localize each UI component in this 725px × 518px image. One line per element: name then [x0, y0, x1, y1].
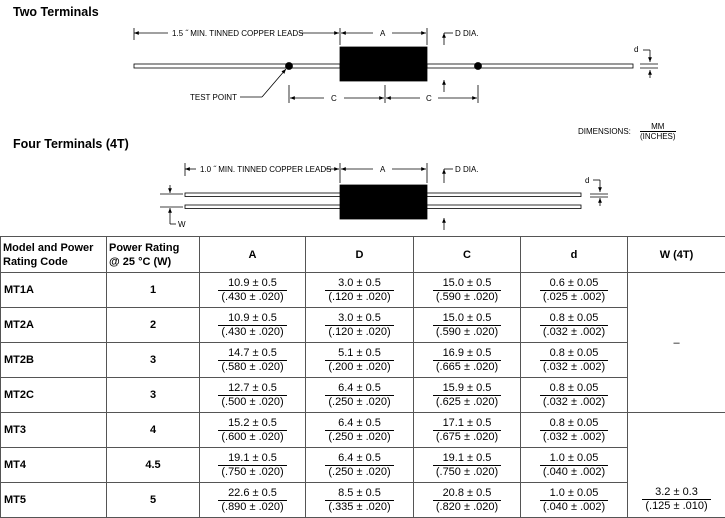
- cell-dd: 3.0 ± 0.5(.120 ± .020): [306, 308, 414, 343]
- cell-rating: 4: [107, 413, 200, 448]
- cell-dd: 5.1 ± 0.5(.200 ± .020): [306, 343, 414, 378]
- test-point-right: [475, 63, 482, 70]
- cell-d: 0.8 ± 0.05(.032 ± .002): [521, 413, 628, 448]
- unit-mm: MM: [640, 122, 676, 132]
- two-d-dia-label: D DIA.: [455, 29, 479, 38]
- cell-c: 16.9 ± 0.5(.665 ± .020): [414, 343, 521, 378]
- two-terminal-diagram: [134, 28, 658, 103]
- lead-right: [427, 64, 633, 68]
- test-point-left: [286, 63, 293, 70]
- cell-d: 0.8 ± 0.05(.032 ± .002): [521, 378, 628, 413]
- four-d-small-label: d: [585, 176, 589, 185]
- cell-c: 15.0 ± 0.5(.590 ± .020): [414, 273, 521, 308]
- unit-inches: (INCHES): [640, 132, 676, 141]
- cell-rating: 2: [107, 308, 200, 343]
- cell-a: 10.9 ± 0.5(.430 ± .020): [200, 273, 306, 308]
- cell-rating: 4.5: [107, 448, 200, 483]
- cell-d: 0.8 ± 0.05(.032 ± .002): [521, 343, 628, 378]
- two-c-left-label: C: [331, 94, 337, 103]
- header-d-big: D: [306, 237, 414, 273]
- four-a-label: A: [380, 165, 386, 174]
- lead-left: [134, 64, 340, 68]
- four-leads-label: 1.0 ˝ MIN. TINNED COPPER LEADS: [200, 165, 331, 174]
- cell-model: MT5: [1, 483, 107, 518]
- cell-a: 19.1 ± 0.5(.750 ± .020): [200, 448, 306, 483]
- cell-model: MT1A: [1, 273, 107, 308]
- cell-w-dash: –: [628, 273, 725, 413]
- cell-a: 15.2 ± 0.5(.600 ± .020): [200, 413, 306, 448]
- cell-rating: 1: [107, 273, 200, 308]
- cell-dd: 8.5 ± 0.5(.335 ± .020): [306, 483, 414, 518]
- w-label: W: [178, 220, 186, 229]
- cell-d: 1.0 ± 0.05(.040 ± .002): [521, 483, 628, 518]
- cell-model: MT2A: [1, 308, 107, 343]
- cell-dd: 6.4 ± 0.5(.250 ± .020): [306, 378, 414, 413]
- two-c-right-label: C: [426, 94, 432, 103]
- cell-a: 22.6 ± 0.5(.890 ± .020): [200, 483, 306, 518]
- cell-c: 15.9 ± 0.5(.625 ± .020): [414, 378, 521, 413]
- cell-c: 20.8 ± 0.5(.820 ± .020): [414, 483, 521, 518]
- four-d-dia-label: D DIA.: [455, 165, 479, 174]
- cell-dd: 6.4 ± 0.5(.250 ± .020): [306, 448, 414, 483]
- header-c: C: [414, 237, 521, 273]
- cell-rating: 3: [107, 378, 200, 413]
- cell-a: 10.9 ± 0.5(.430 ± .020): [200, 308, 306, 343]
- cell-c: 17.1 ± 0.5(.675 ± .020): [414, 413, 521, 448]
- cell-model: MT3: [1, 413, 107, 448]
- test-point-label: TEST POINT: [190, 93, 237, 102]
- dimensions-units: MM (INCHES): [640, 122, 676, 141]
- cell-w: 3.2 ± 0.3(.125 ± .010): [628, 483, 725, 518]
- header-a: A: [200, 237, 306, 273]
- cell-a: 12.7 ± 0.5(.500 ± .020): [200, 378, 306, 413]
- cell-dd: 6.4 ± 0.5(.250 ± .020): [306, 413, 414, 448]
- cell-d: 0.6 ± 0.05(.025 ± .002): [521, 273, 628, 308]
- cell-d: 0.8 ± 0.05(.032 ± .002): [521, 308, 628, 343]
- cell-c: 19.1 ± 0.5(.750 ± .020): [414, 448, 521, 483]
- resistor-body: [340, 47, 427, 81]
- cell-model: MT4: [1, 448, 107, 483]
- cell-dd: 3.0 ± 0.5(.120 ± .020): [306, 273, 414, 308]
- resistor-body-4t: [340, 185, 427, 219]
- cell-model: MT2C: [1, 378, 107, 413]
- header-w: W (4T): [628, 237, 725, 273]
- cell-rating: 5: [107, 483, 200, 518]
- header-power: Power Rating@ 25 °C (W): [107, 237, 200, 273]
- terminal-diagrams: 1.5 ˝ MIN. TINNED COPPER LEADS A D DIA. …: [0, 0, 725, 236]
- cell-a: 14.7 ± 0.5(.580 ± .020): [200, 343, 306, 378]
- cell-rating: 3: [107, 343, 200, 378]
- cell-c: 15.0 ± 0.5(.590 ± .020): [414, 308, 521, 343]
- two-d-small-label: d: [634, 45, 638, 54]
- dimensions-label: DIMENSIONS:: [578, 127, 631, 136]
- two-leads-label: 1.5 ˝ MIN. TINNED COPPER LEADS: [172, 29, 303, 38]
- two-a-label: A: [380, 29, 386, 38]
- cell-w-blank: [628, 413, 725, 483]
- cell-model: MT2B: [1, 343, 107, 378]
- header-d-small: d: [521, 237, 628, 273]
- cell-d: 1.0 ± 0.05(.040 ± .002): [521, 448, 628, 483]
